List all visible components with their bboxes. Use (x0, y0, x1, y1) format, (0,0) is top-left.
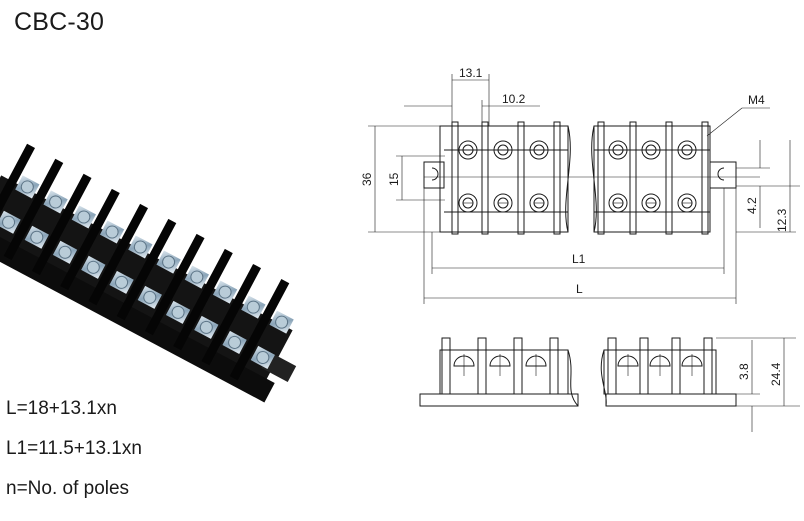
dim-side-b: 24.4 (769, 362, 783, 386)
terminal-barrier (0, 143, 36, 246)
screw-icon (162, 255, 176, 269)
screw-icon (190, 270, 204, 284)
terminal-barrier (229, 278, 290, 381)
dim-screw: M4 (748, 93, 765, 107)
screw-icon (86, 260, 100, 274)
screw-icon (115, 275, 129, 289)
terminal-barrier (60, 188, 120, 291)
screw-icon (58, 245, 72, 259)
product-photo (0, 143, 297, 403)
side-view-drawing: 3.8 24.4 (419, 337, 800, 432)
screw-icon (256, 350, 270, 364)
dim-l1: L1 (572, 252, 586, 266)
screw-icon (30, 230, 44, 244)
dim-pitch: 13.1 (459, 66, 483, 80)
screw-icon (2, 215, 16, 229)
dim-side-a: 3.8 (737, 363, 751, 380)
screw-icon (228, 335, 242, 349)
dim-l: L (576, 282, 583, 296)
screw-icon (218, 285, 232, 299)
terminal-barrier (144, 233, 205, 336)
formula-n: n=No. of poles (6, 478, 130, 499)
dim-mount-b: 12.3 (775, 208, 789, 232)
screw-icon (199, 320, 213, 334)
formula-l1: L1=11.5+13.1xn (6, 438, 142, 459)
screw-icon (275, 315, 289, 329)
terminal-barrier (31, 173, 92, 276)
product-title: CBC-30 (14, 8, 105, 36)
screw-icon (171, 305, 185, 319)
dim-height-total: 36 (360, 172, 374, 186)
screw-icon (77, 210, 91, 224)
terminal-barrier (201, 263, 262, 366)
dim-height-inner: 15 (387, 172, 401, 186)
terminal-barrier (3, 158, 64, 261)
formula-l: L=18+13.1xn (6, 398, 117, 419)
screw-icon (143, 290, 157, 304)
screw-icon (105, 225, 119, 239)
terminal-barrier (88, 203, 149, 306)
terminal-barrier (116, 218, 177, 321)
terminal-barrier (173, 248, 233, 351)
screw-icon (20, 180, 34, 194)
screw-icon (133, 240, 147, 254)
dim-barrier-gap: 10.2 (502, 92, 526, 106)
screw-icon (49, 195, 63, 209)
dim-mount-a: 4.2 (745, 197, 759, 214)
screw-icon (246, 300, 260, 314)
